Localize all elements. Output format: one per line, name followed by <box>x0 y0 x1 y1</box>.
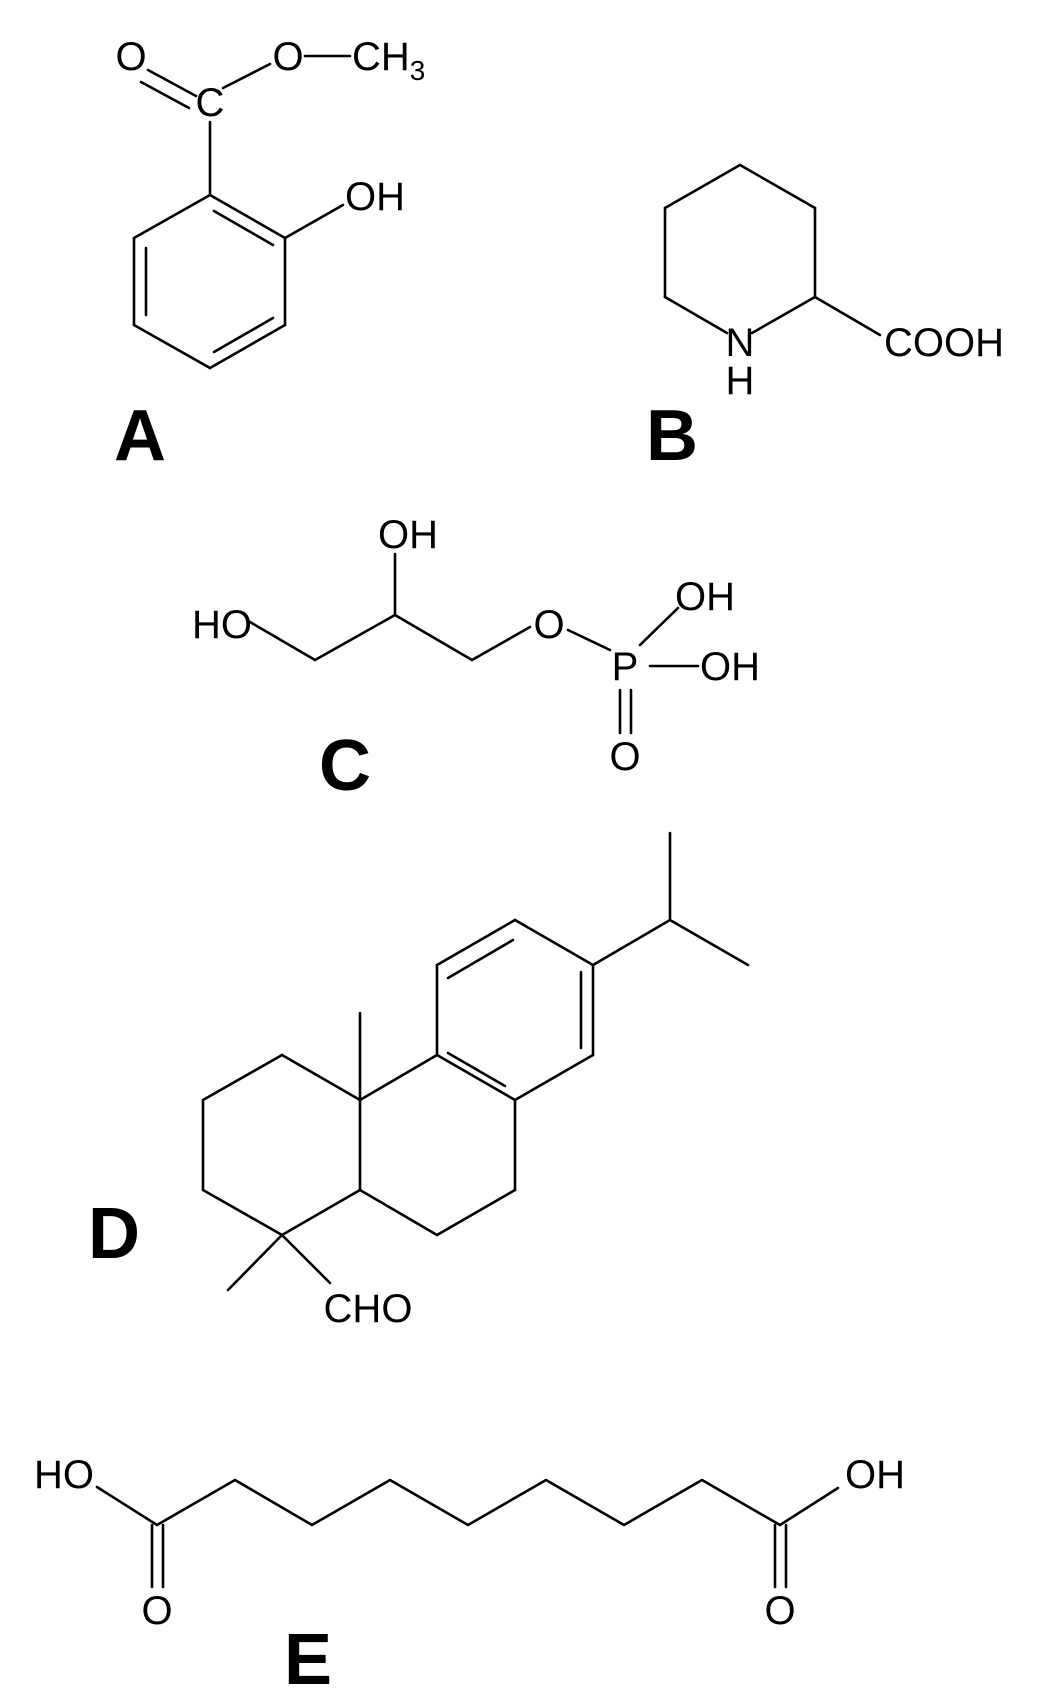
atom-ho-terminal: HO <box>192 603 252 647</box>
atom-o-right: O <box>764 1589 795 1633</box>
atom-p-oh-top: OH <box>675 575 735 619</box>
atom-c-carbonyl: C <box>196 81 225 125</box>
structure-b: N H COOH B <box>646 163 1004 476</box>
structure-e: HO OH O O E <box>34 1453 905 1699</box>
atom-aldehyde: CHO <box>324 1287 413 1331</box>
atom-methyl: CH3 <box>352 35 425 86</box>
atom-o-carbonyl: O <box>115 35 146 79</box>
structure-a-label: A <box>114 396 166 476</box>
atom-oh-right: OH <box>845 1453 905 1497</box>
structure-b-label: B <box>646 396 698 476</box>
structure-c-bonds <box>248 552 700 735</box>
atom-ho-left: HO <box>34 1453 94 1497</box>
atom-p-oh-right: OH <box>700 645 760 689</box>
atom-hydroxyl: OH <box>345 175 405 219</box>
structure-a-bonds <box>132 54 352 370</box>
structure-a: O C O CH3 OH A <box>114 35 425 476</box>
atom-phosphorus: P <box>612 645 639 689</box>
structure-d-bonds <box>201 831 750 1292</box>
structure-c-label: C <box>319 726 371 806</box>
atom-carboxyl: COOH <box>884 321 1004 365</box>
structure-b-bonds <box>663 163 882 337</box>
atom-p-oxo: O <box>609 735 640 779</box>
structure-e-bonds <box>95 1478 840 1589</box>
structure-d: CHO D <box>88 831 750 1331</box>
structure-c: HO OH O P OH OH O C <box>192 513 760 806</box>
atom-oh-secondary: OH <box>378 513 438 557</box>
atom-o-bridge: O <box>533 603 564 647</box>
atom-o-ester: O <box>272 35 303 79</box>
structure-e-label: E <box>284 1620 332 1699</box>
atom-o-left: O <box>141 1589 172 1633</box>
structure-d-label: D <box>88 1194 140 1274</box>
atom-ring-n: N <box>726 321 755 365</box>
atom-ring-h: H <box>726 359 755 403</box>
